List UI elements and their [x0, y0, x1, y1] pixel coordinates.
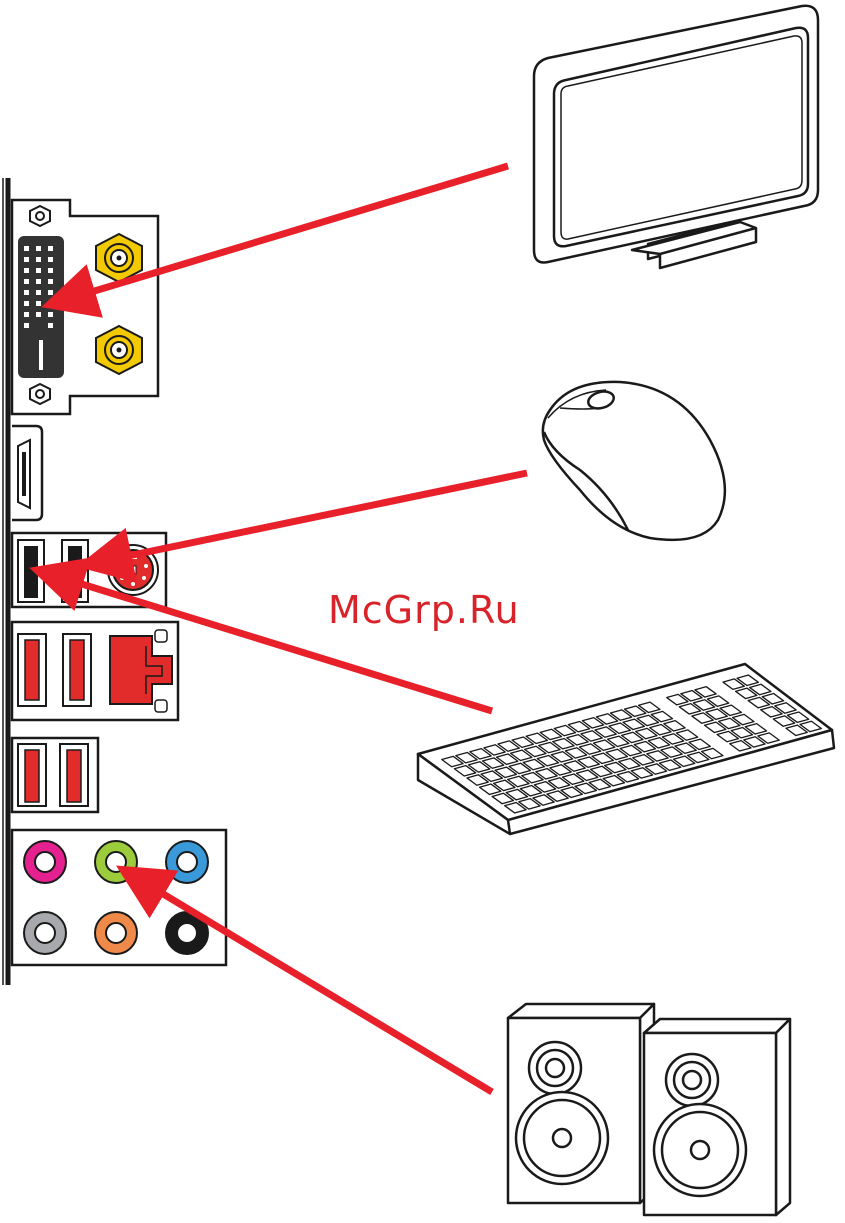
- dvi-pin: [48, 323, 53, 328]
- dvi-pin: [36, 268, 41, 273]
- dvi-pin: [36, 301, 41, 306]
- dvi-pin: [24, 312, 29, 317]
- dvi-pin: [48, 290, 53, 295]
- audio-jack-hole: [35, 852, 55, 872]
- dvi-pin: [24, 268, 29, 273]
- dvi-pin: [36, 246, 41, 251]
- dvi-pin: [36, 279, 41, 284]
- usb3-port-icon-lower: [12, 738, 98, 812]
- monitor-icon: [534, 6, 818, 268]
- dvi-port-icon: [12, 200, 158, 414]
- io-panel: [3, 178, 8, 985]
- dvi-pin: [48, 268, 53, 273]
- mouse-icon: [543, 382, 725, 540]
- dvi-pin: [48, 246, 53, 251]
- dvi-pin: [24, 301, 29, 306]
- audio-jack-hole: [106, 852, 126, 872]
- dvi-pin: [24, 279, 29, 284]
- audio-jack-hole: [177, 923, 197, 943]
- dvi-pin: [36, 290, 41, 295]
- dvi-pin: [24, 290, 29, 295]
- lan-port-icon: [110, 630, 172, 712]
- dvi-pin: [48, 312, 53, 317]
- arrow-speakers-to-audio: [140, 880, 492, 1092]
- dvi-pin: [24, 257, 29, 262]
- audio-jack-icon: [12, 830, 226, 965]
- speakers-icon: [508, 1004, 790, 1215]
- keyboard-icon: [418, 664, 834, 834]
- audio-jack-hole: [177, 852, 197, 872]
- dvi-pin: [48, 279, 53, 284]
- dvi-pin: [24, 246, 29, 251]
- hdmi-port-icon: [12, 426, 42, 520]
- watermark-text: McGrp.Ru: [328, 588, 520, 632]
- dvi-pin: [36, 257, 41, 262]
- audio-jack-hole: [35, 923, 55, 943]
- dvi-pin: [48, 301, 53, 306]
- audio-jack-hole: [106, 923, 126, 943]
- arrow-mouse-to-usb: [104, 473, 527, 561]
- dvi-pin: [36, 312, 41, 317]
- dvi-pin: [24, 323, 29, 328]
- dvi-pin: [48, 257, 53, 262]
